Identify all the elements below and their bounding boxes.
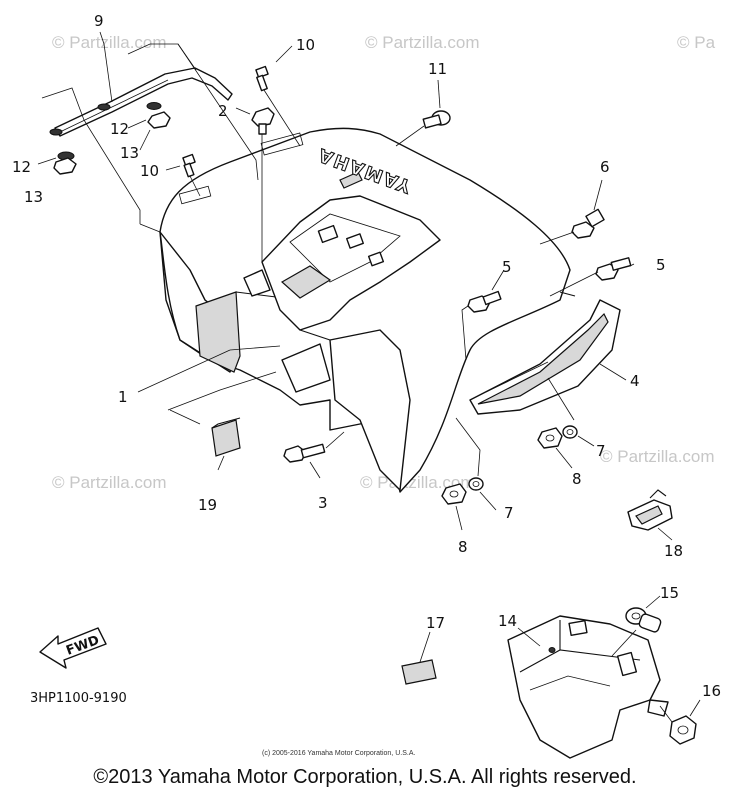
callout-10-upper: 10: [296, 36, 315, 54]
callout-13-right: 13: [120, 144, 139, 162]
watermark-mid-left: © Partzilla.com: [52, 473, 167, 492]
bolt-part-10-upper: [255, 65, 269, 92]
pad-part-17: [401, 659, 437, 685]
callout-8-left: 8: [458, 538, 468, 556]
callout-18: 18: [664, 542, 683, 560]
callout-3: 3: [318, 494, 328, 512]
plate-part-19: [211, 417, 241, 457]
bolt-part-2: [251, 107, 275, 135]
callout-8-right: 8: [572, 470, 582, 488]
callout-6: 6: [600, 158, 610, 176]
callout-17: 17: [426, 614, 445, 632]
callout-19: 19: [198, 496, 217, 514]
clip-part-18: [627, 489, 673, 531]
nut-part-8-right: [537, 427, 563, 449]
callout-12-left: 12: [12, 158, 31, 176]
nut-part-8-left: [441, 483, 467, 505]
bolt-part-3: [283, 443, 326, 463]
rear-fender-part-1: YAMAHA: [159, 127, 571, 493]
diagram-code: 3HP1100-9190: [30, 691, 127, 706]
washer-part-7-right: [562, 425, 578, 439]
callout-12-right: 12: [110, 120, 129, 138]
callout-14: 14: [498, 612, 517, 630]
grab-bar-part-9: [49, 67, 233, 137]
bolt-part-5-right: [595, 257, 632, 281]
callout-16: 16: [702, 682, 721, 700]
grommet-part-15: [625, 607, 662, 633]
bolt-part-11: [422, 110, 451, 129]
callout-11: 11: [428, 60, 447, 78]
watermark-top-right: © Pa: [677, 33, 716, 52]
callout-labels: 1 2 3 4 5 5 6 7 7 8 8 9 10 10 11 12 12 1…: [12, 12, 721, 700]
callout-7-right: 7: [596, 442, 606, 460]
nut-part-13-right: [147, 111, 171, 129]
nut-part-13-left: [53, 157, 77, 175]
callout-9: 9: [94, 12, 104, 30]
watermark-mid-right: © Partzilla.com: [600, 447, 715, 466]
callout-2: 2: [218, 102, 228, 120]
callout-10-lower: 10: [140, 162, 159, 180]
tail-panel-part-4: [469, 291, 621, 415]
watermark-top-left: © Partzilla.com: [52, 33, 167, 52]
copyright-footer: ©2013 Yamaha Motor Corporation, U.S.A. A…: [93, 766, 637, 788]
washer-part-12-right: [146, 102, 162, 110]
washer-part-7-left: [468, 477, 484, 491]
callout-1: 1: [118, 388, 128, 406]
fine-print: (c) 2005-2016 Yamaha Motor Corporation, …: [262, 750, 415, 757]
callout-4: 4: [630, 372, 640, 390]
callout-5-right: 5: [656, 256, 666, 274]
watermark-top-center: © Partzilla.com: [365, 33, 480, 52]
leader-lines: [37, 31, 701, 723]
bolt-part-10-lower: [182, 153, 196, 178]
callout-5-center: 5: [502, 258, 512, 276]
callout-7-left: 7: [504, 504, 514, 522]
callout-13-left: 13: [24, 188, 43, 206]
nut-part-16: [669, 715, 697, 745]
bolt-part-6: [571, 208, 605, 239]
callout-15: 15: [660, 584, 679, 602]
fwd-arrow-icon: FWD: [39, 627, 107, 669]
toolbox-part-14: [507, 615, 669, 759]
